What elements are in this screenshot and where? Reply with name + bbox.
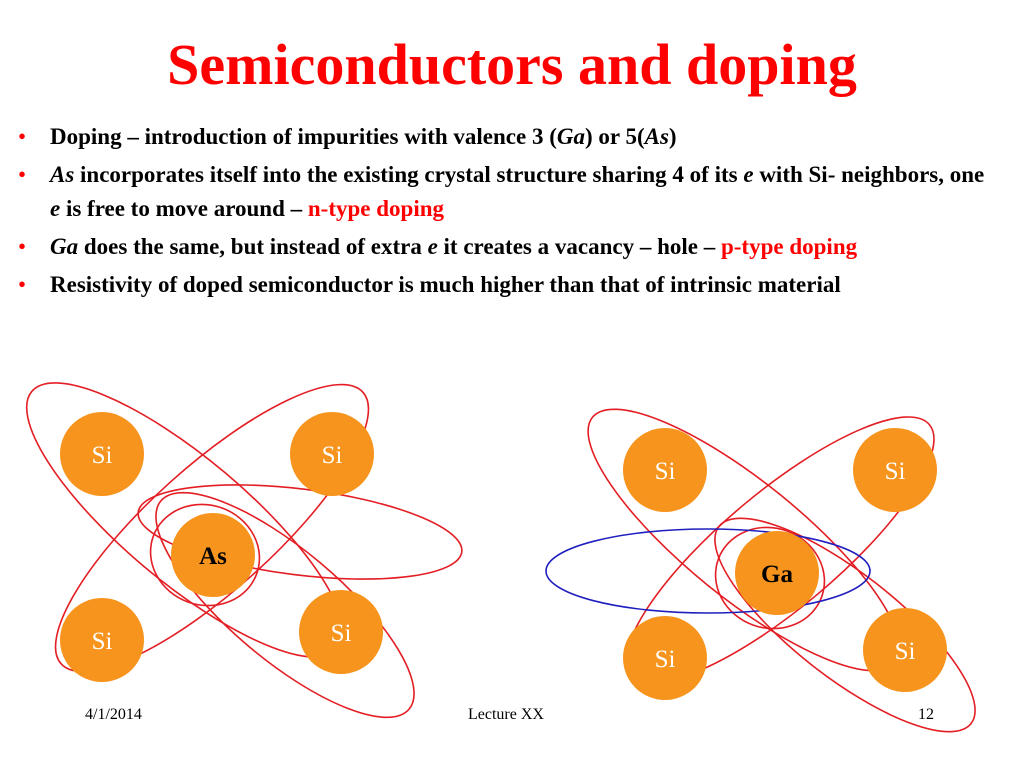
bullet-marker: • [18,272,27,297]
atom-label: Si [331,620,352,647]
bullet-text: As [50,162,75,187]
page-number: 12 [918,706,934,723]
bond-orbit [714,517,976,733]
bullet-text: it creates a vacancy – hole – [437,234,721,259]
bullet-text: Ga [50,234,79,259]
atom-ga [735,531,819,615]
dopant-label: As [199,543,227,570]
dopant-label: Ga [761,561,793,588]
atom-label: Si [895,638,916,665]
bullet-text: As [644,124,669,149]
bullet-text: p-type doping [720,234,858,259]
hole-orbit [545,528,871,614]
bullet-text: with Si- neighbors, one [753,162,985,187]
bullet-text: incorporates itself into the existing cr… [74,162,744,187]
bullet-text: ) or 5( [585,124,645,149]
n-type-diagram: Si Si As Si Si [25,382,463,719]
atom-label: Si [655,646,676,673]
atom-si [623,428,707,512]
bullet-item: • Resistivity of doped semiconductor is m… [0,268,990,302]
slide-title: Semiconductors and doping [167,32,857,97]
atom-si [623,616,707,700]
bullet-marker: • [18,162,27,187]
atom-as [171,513,255,597]
bond-orbit [714,526,826,630]
bond-orbit [137,484,463,580]
bond-orbit [149,503,261,607]
atom-si [60,412,144,496]
atom-label: Si [92,628,113,655]
atom-si [290,412,374,496]
bullet-marker: • [18,124,27,149]
atom-label: Si [655,458,676,485]
bullet-text: n-type doping [307,196,444,221]
bullet-item: • Doping – introduction of impurities wit… [0,120,990,154]
bullet-marker: • [18,234,27,259]
footer-title: Lecture XX [468,706,544,723]
atom-si [853,428,937,512]
atom-si [863,608,947,692]
bullet-text: Doping – introduction of impurities with… [50,124,557,149]
p-type-diagram: Si Si Ga Si Si [545,408,976,733]
bullet-item: •Ga does the same, but instead of extra … [0,230,990,264]
bullet-text: ) [668,124,677,149]
bond-orbit [54,383,370,673]
footer-date: 4/1/2014 [85,706,142,723]
bullet-text: e [50,196,61,221]
bullet-item: • As incorporates itself into the existin… [0,158,990,226]
atom-label: Si [92,442,113,469]
atom-si [60,598,144,682]
atom-label: Si [885,458,906,485]
bullet-text: e [743,162,754,187]
bullet-text: Resistivity of doped semiconductor is mu… [50,272,841,297]
bullet-text: does the same, but instead of extra [78,234,428,259]
atom-label: Si [322,442,343,469]
bullet-text: Ga [556,124,585,149]
bond-orbit [155,491,415,719]
bullet-list: • Doping – introduction of impurities wit… [0,120,1000,306]
atom-si [299,590,383,674]
bullet-text: e [427,234,438,259]
bullet-text: is free to move around – [60,196,308,221]
